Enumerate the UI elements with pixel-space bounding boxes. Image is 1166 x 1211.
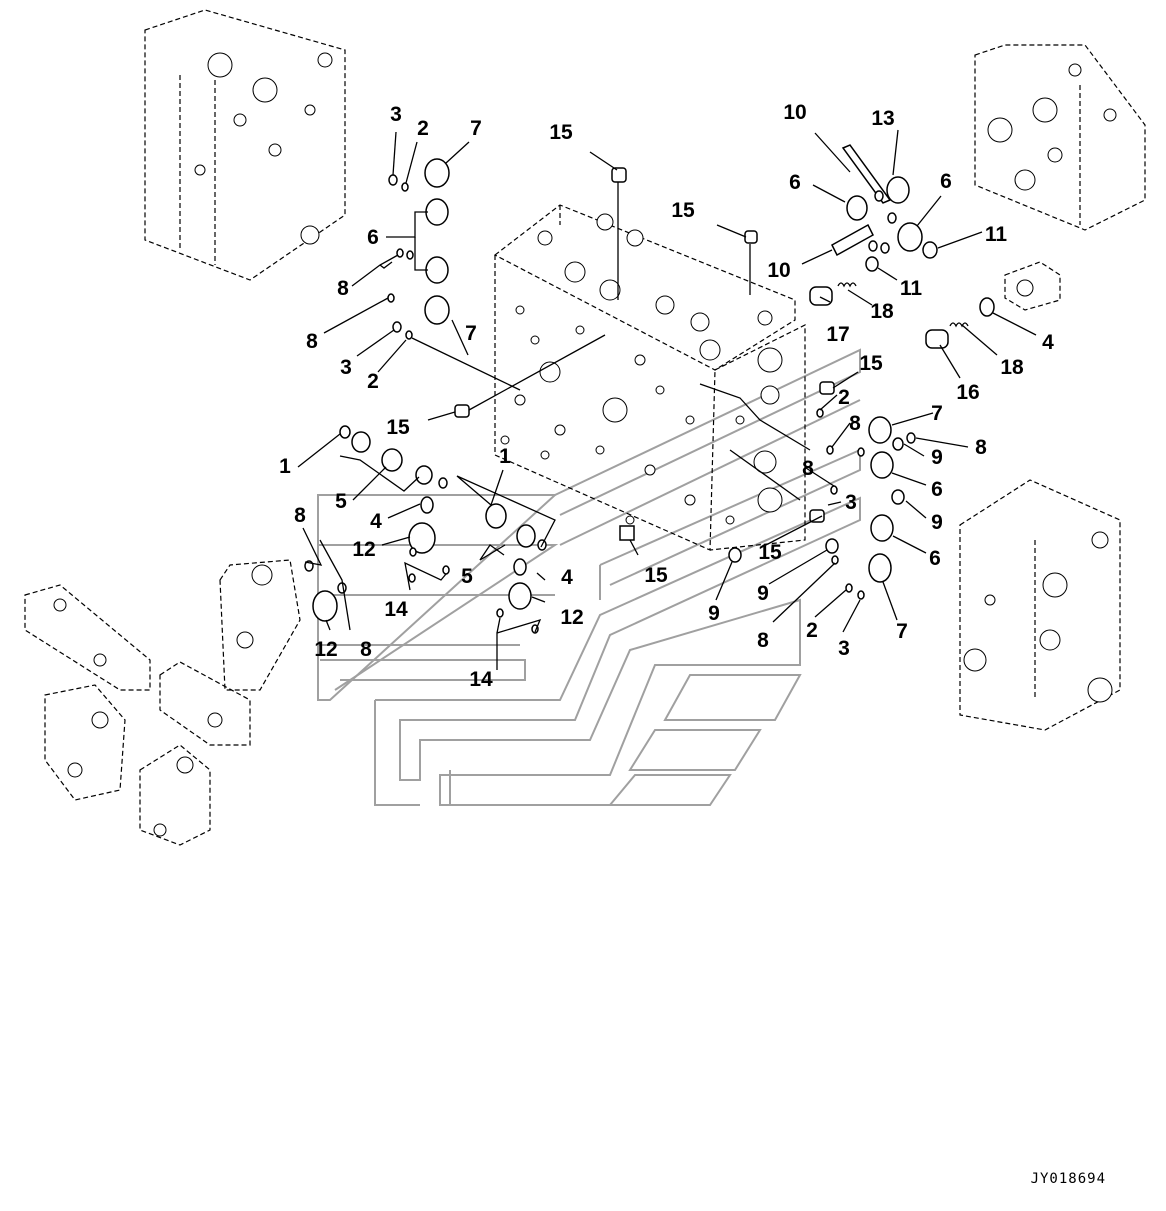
callout-3: 3 [340, 356, 352, 379]
callout-6: 6 [940, 170, 952, 193]
callout-12: 12 [352, 538, 375, 561]
callout-11: 11 [900, 277, 923, 300]
callout-1: 1 [279, 455, 291, 478]
main-valve-block [493, 204, 806, 551]
callout-14: 14 [384, 598, 408, 621]
callout-6: 6 [929, 547, 941, 570]
callout-15: 15 [549, 121, 573, 144]
callout-8: 8 [802, 457, 814, 480]
callout-12: 12 [560, 606, 583, 629]
callout-7: 7 [896, 620, 908, 643]
callout-4: 4 [1042, 331, 1054, 354]
section-view-top-left [144, 9, 346, 281]
callout-3: 3 [838, 637, 850, 660]
callout-5: 5 [461, 565, 473, 588]
callout-8: 8 [294, 504, 306, 527]
callout-9: 9 [931, 446, 943, 469]
callout-1: 1 [499, 445, 511, 468]
callout-15: 15 [758, 541, 782, 564]
callout-15: 15 [671, 199, 695, 222]
callout-8: 8 [306, 330, 318, 353]
callout-15: 15 [644, 564, 668, 587]
callout-9: 9 [931, 511, 943, 534]
callout-4: 4 [370, 510, 382, 533]
callout-3: 3 [845, 491, 857, 514]
callout-9: 9 [708, 602, 720, 625]
callout-6: 6 [789, 171, 801, 194]
callout-4: 4 [561, 566, 573, 589]
callout-15: 15 [386, 416, 410, 439]
section-view-right-small-cap [1004, 261, 1061, 311]
callout-8: 8 [849, 412, 861, 435]
callout-7: 7 [465, 322, 477, 345]
callout-8: 8 [337, 277, 349, 300]
callout-10: 10 [767, 259, 790, 282]
callout-16: 16 [956, 381, 979, 404]
callout-10: 10 [783, 101, 806, 124]
callout-2: 2 [367, 370, 379, 393]
callout-15: 15 [859, 352, 883, 375]
callout-13: 13 [871, 107, 894, 130]
callout-14: 14 [469, 668, 493, 691]
callout-12: 12 [314, 638, 337, 661]
callout-17: 17 [826, 323, 849, 346]
callout-6: 6 [931, 478, 943, 501]
seal-parts [304, 144, 995, 634]
callout-11: 11 [985, 223, 1008, 246]
callout-3: 3 [390, 103, 402, 126]
section-view-top-right [974, 44, 1146, 231]
section-reference-outline [317, 348, 861, 806]
callout-18: 18 [870, 300, 894, 323]
callout-2: 2 [838, 386, 850, 409]
callout-8: 8 [360, 638, 372, 661]
section-views-bottom-left [24, 559, 301, 846]
callout-2: 2 [806, 619, 818, 642]
callout-6: 6 [367, 226, 379, 249]
callout-labels: 3 2 7 6 8 8 7 3 2 15 15 15 10 13 6 6 11 … [279, 101, 1054, 691]
callout-8: 8 [757, 629, 769, 652]
section-view-bottom-right [959, 479, 1121, 731]
callout-7: 7 [470, 117, 482, 140]
callout-2: 2 [417, 117, 429, 140]
callout-18: 18 [1000, 356, 1024, 379]
callout-7: 7 [931, 402, 943, 425]
callout-5: 5 [335, 490, 347, 513]
callout-8: 8 [975, 436, 987, 459]
drawing-code: JY018694 [1030, 1171, 1106, 1187]
callout-9: 9 [757, 582, 769, 605]
leader-lines [297, 129, 1037, 670]
